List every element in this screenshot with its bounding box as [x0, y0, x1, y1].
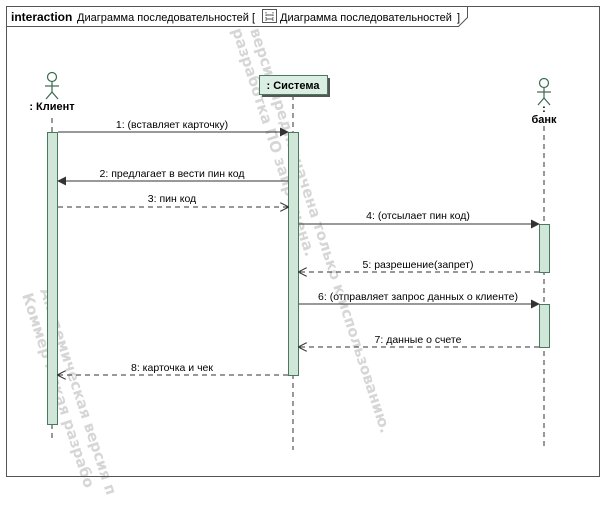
message-label-6: 6: (отправляет запрос данных о клиенте): [318, 291, 518, 303]
lifeline-label-client: : Клиент: [29, 101, 75, 113]
sequence-diagram-icon: [262, 9, 277, 23]
watermark: версия предназначена только к использова…: [18, 26, 394, 497]
message-7: 7: данные о счете: [299, 334, 539, 347]
frame-keyword: interaction: [11, 10, 72, 24]
lifeline-label-bank: банк: [531, 114, 557, 126]
message-label-1: 1: (вставляет карточку): [116, 119, 228, 131]
message-label-7: 7: данные о счете: [375, 334, 462, 346]
lifeline-label-system: : Система: [266, 80, 320, 92]
lifeline-head-system: [259, 75, 328, 95]
message-label-4: 4: (отсылает пин код): [366, 210, 470, 222]
message-6: 6: (отправляет запрос данных о клиенте): [299, 291, 540, 309]
activation-client: [47, 132, 58, 425]
frame-header-tab: [6, 6, 468, 27]
actor-client-icon: [45, 71, 59, 100]
message-2: 2: предлагает в вести пин код: [57, 168, 288, 186]
frame-close-bracket: ]: [457, 12, 460, 24]
activation-bank-2: [539, 304, 550, 348]
message-label-3: 3: пин код: [148, 193, 196, 205]
message-label-8: 8: карточка и чек: [131, 362, 213, 374]
frame-diagram-name: Диаграмма последовательностей: [280, 12, 452, 24]
frame-title: Диаграмма последовательностей [: [77, 12, 255, 24]
lifeline-label-bank-colon: :: [542, 103, 546, 115]
message-8: 8: карточка и чек: [58, 362, 288, 375]
message-label-2: 2: предлагает в вести пин код: [100, 168, 245, 180]
message-label-5: 5: разрешение(запрет): [363, 259, 474, 271]
message-3: 3: пин код: [58, 193, 288, 207]
activation-bank-1: [539, 224, 550, 273]
message-1: 1: (вставляет карточку): [58, 119, 289, 137]
message-4: 4: (отсылает пин код): [299, 210, 540, 229]
activation-system: [288, 132, 299, 376]
actor-bank-icon: [537, 77, 551, 106]
message-5: 5: разрешение(запрет): [299, 259, 539, 272]
